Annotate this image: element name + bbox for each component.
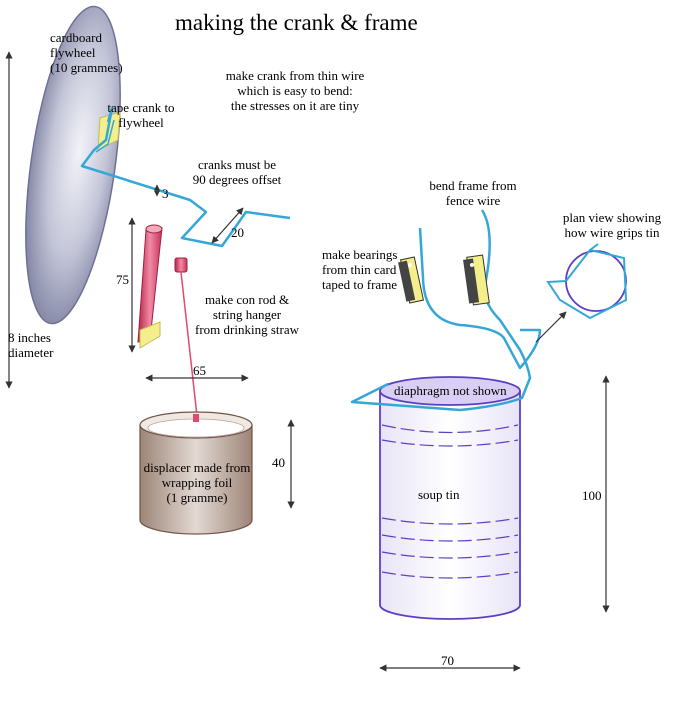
- plan-view-pointer: [535, 311, 567, 343]
- dim-20-label: 20: [231, 225, 244, 240]
- bearing-right: [463, 254, 490, 306]
- page-title: making the crank & frame: [175, 10, 418, 35]
- dim-3-label: 3: [162, 186, 169, 201]
- plan-view: [546, 243, 628, 320]
- dim-100-label: 100: [582, 488, 602, 503]
- dim-65-label: 65: [193, 363, 206, 378]
- string-hanger: [174, 257, 198, 417]
- soup-tin: [379, 376, 521, 620]
- frame-wire: [350, 209, 542, 412]
- soup-tin-label: soup tin: [418, 487, 460, 502]
- con-rod-label: make con rod & string hanger from drinki…: [195, 292, 299, 337]
- dim-70-label: 70: [441, 653, 454, 668]
- bend-frame-label: bend frame from fence wire: [429, 178, 517, 208]
- diameter-label: 8 inches diameter: [8, 330, 54, 360]
- displacer: [139, 411, 253, 535]
- con-rod: [137, 224, 163, 349]
- displacer-label: displacer made from wrapping foil (1 gra…: [143, 460, 251, 505]
- dim-40-label: 40: [272, 455, 285, 470]
- dim-75-label: 75: [116, 272, 129, 287]
- dim-20-arrow: [211, 207, 244, 244]
- bearings-label: make bearings from thin card taped to fr…: [322, 247, 398, 292]
- offset-label: cranks must be 90 degrees offset: [192, 157, 282, 187]
- crank-wire-label: make crank from thin wire which is easy …: [225, 68, 365, 113]
- bearing-left: [398, 256, 425, 304]
- flywheel-label: cardboard flywheel (10 grammes): [50, 30, 123, 75]
- diaphragm-label: diaphragm not shown: [394, 383, 507, 398]
- tape-crank-label: tape crank to flywheel: [107, 100, 175, 130]
- flywheel: [25, 5, 121, 325]
- plan-view-label: plan view showing how wire grips tin: [562, 210, 662, 240]
